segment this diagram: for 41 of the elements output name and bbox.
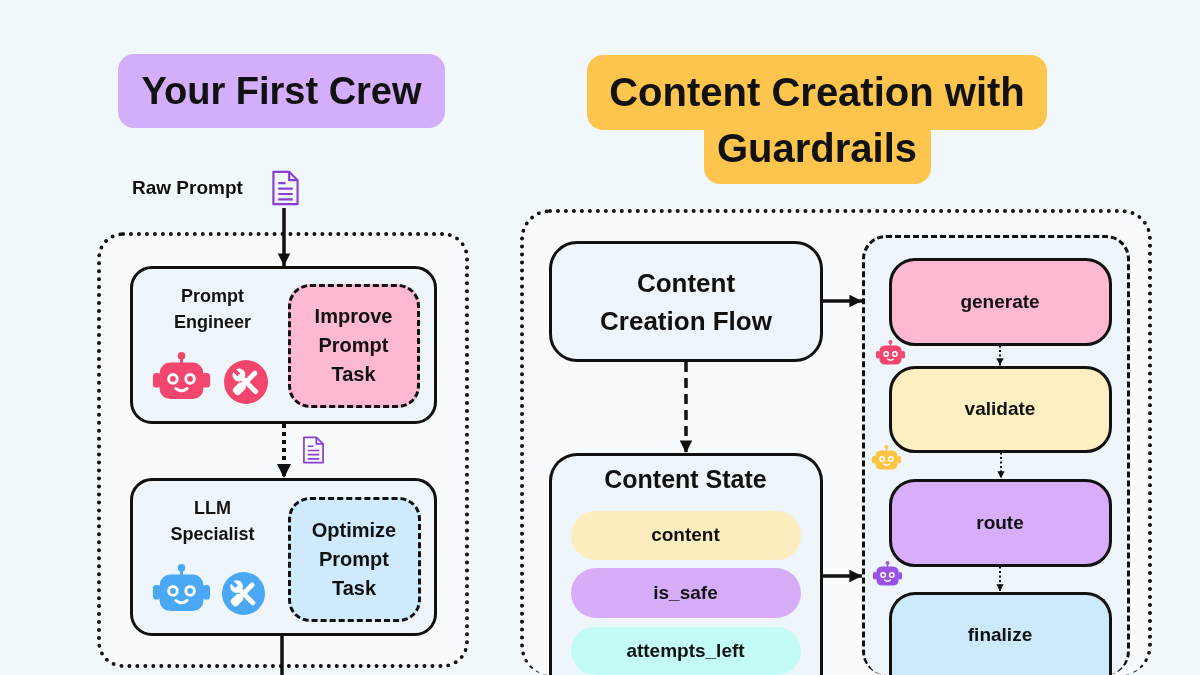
agent-label: Prompt Engineer (173, 284, 252, 334)
arrow (823, 294, 862, 308)
field-label: content (651, 524, 720, 546)
step-box (888, 365, 1112, 453)
agent-label: LLM Specialist (169, 496, 256, 546)
group-container (97, 232, 469, 668)
group-container (520, 209, 1152, 675)
input-label: Raw Prompt (132, 177, 244, 199)
flow-box (549, 241, 823, 362)
step-label: validate (964, 398, 1036, 420)
pipeline-container (862, 235, 1130, 675)
state-field (570, 567, 801, 618)
state-panel (549, 453, 823, 675)
state-field (570, 510, 801, 560)
task-label: Optimize Prompt Task (310, 517, 398, 601)
agent-card (130, 478, 437, 636)
task-box (287, 283, 420, 408)
arrow (679, 362, 693, 453)
arrow (823, 569, 862, 583)
step-label: route (976, 511, 1024, 534)
agent-card (130, 266, 437, 424)
task-box (287, 496, 421, 622)
field-label: attempts_left (626, 639, 745, 662)
arrow (996, 344, 1004, 367)
arrow (277, 208, 291, 266)
connector-line (280, 636, 284, 675)
arrow (997, 451, 1005, 480)
field-label: is_safe (653, 581, 718, 604)
state-title: Content State (603, 463, 768, 495)
section-heading: Content Creation with Guardrails (587, 55, 1047, 184)
section-heading: Your First Crew (118, 54, 445, 128)
step-box (888, 478, 1112, 567)
task-label: Improve Prompt Task (313, 304, 394, 387)
step-box (888, 257, 1112, 346)
arrow (276, 424, 292, 478)
arrow (996, 565, 1004, 593)
step-label: generate (960, 290, 1040, 313)
step-box (888, 591, 1112, 675)
state-field (570, 626, 801, 675)
flow-label: Content Creation Flow (599, 266, 773, 338)
step-label: finalize (967, 623, 1033, 646)
